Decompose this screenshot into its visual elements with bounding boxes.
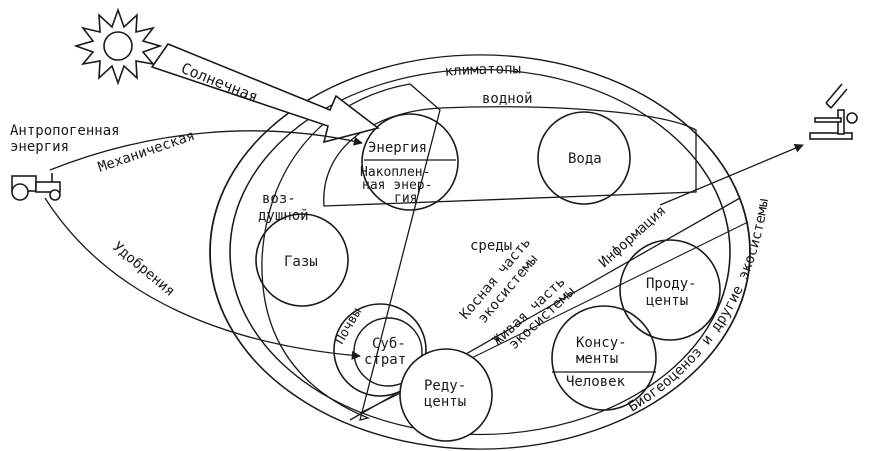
label-soils: Почвы — [332, 305, 365, 347]
label-consumers-1: Консу- — [576, 335, 627, 351]
anthropogenic-energy-arrow — [49, 130, 363, 171]
gases-circle — [255, 213, 349, 307]
label-producers-1: Проду- — [646, 276, 697, 292]
label-stored-1: Накоплен- — [360, 165, 430, 180]
soils-circle — [333, 303, 427, 397]
label-anthropogenic-2: энергия — [10, 139, 69, 155]
label-water-environment: водной — [482, 91, 533, 107]
label-air-environment-2: душной — [258, 208, 309, 224]
water-circle — [537, 111, 631, 205]
ecosystem-inner-ring — [229, 68, 731, 436]
solar-energy-arrow — [150, 43, 380, 144]
label-substrate-2: страт — [364, 352, 406, 368]
sun-icon — [73, 7, 163, 86]
label-water: Вода — [568, 151, 602, 167]
label-anthropogenic-1: Антропогенная — [10, 123, 120, 139]
reducers-circle — [399, 348, 493, 442]
label-energy: Энергия — [368, 140, 427, 156]
air-environment-sector — [261, 83, 441, 421]
label-producers-2: центы — [646, 293, 688, 309]
label-substrate-1: Суб- — [372, 336, 406, 352]
consumers-circle — [551, 305, 657, 411]
label-environments: среды — [470, 238, 512, 254]
ecosystem-outer-ring — [209, 54, 751, 450]
producers-circle — [619, 239, 721, 341]
label-reducers-1: Реду- — [424, 378, 466, 394]
label-information: Информация — [596, 203, 669, 271]
tractor-icon — [11, 173, 61, 201]
energy-circle — [361, 113, 459, 211]
label-stored-3: гия — [394, 191, 417, 206]
water-environment-sector — [323, 106, 697, 207]
label-air-environment-1: воз- — [262, 191, 296, 207]
label-human: Человек — [566, 374, 626, 390]
microscope-icon — [809, 83, 858, 140]
information-arrow — [659, 143, 804, 206]
label-fertilizers: Удобрения — [109, 239, 177, 300]
label-gases: Газы — [284, 254, 318, 270]
label-stored-2: ная энер- — [362, 178, 432, 193]
label-consumers-2: менты — [576, 351, 618, 367]
label-climatopes: климатопы — [444, 61, 521, 80]
label-reducers-2: центы — [424, 394, 466, 410]
fertilizers-arrow — [44, 197, 361, 360]
